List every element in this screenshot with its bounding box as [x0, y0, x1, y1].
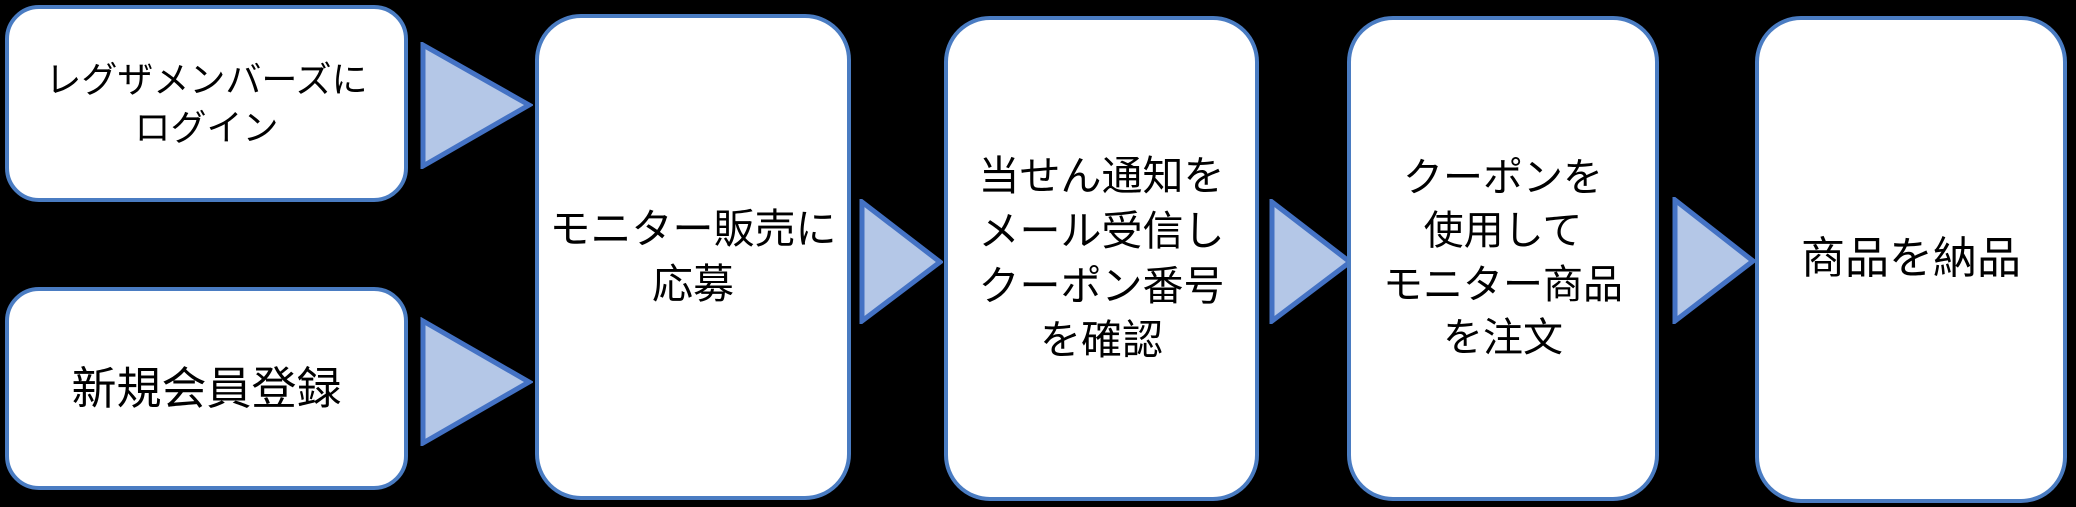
flow-arrow-icon	[420, 317, 533, 446]
step-box-new-member-register: 新規会員登録	[5, 287, 408, 490]
step-label: モニター販売に 応募	[549, 206, 837, 307]
step-box-monitor-sale-apply: モニター販売に 応募	[535, 14, 851, 500]
step-box-winning-notice-coupon: 当せん通知を メール受信し クーポン番号 を確認	[944, 16, 1259, 501]
step-label: レグザメンバーズに ログイン	[45, 58, 368, 148]
step-box-coupon-order: クーポンを 使用して モニター商品 を注文	[1347, 16, 1659, 501]
step-label: 新規会員登録	[71, 362, 342, 414]
step-label: 商品を納品	[1801, 234, 2021, 284]
flow-arrow-icon	[1269, 199, 1353, 324]
flow-arrow-icon	[1672, 197, 1756, 324]
step-label: 当せん通知を メール受信し クーポン番号 を確認	[978, 153, 1225, 364]
step-box-product-delivery: 商品を納品	[1755, 16, 2067, 503]
flow-arrow-icon	[420, 42, 533, 169]
step-box-regza-members-login: レグザメンバーズに ログイン	[5, 5, 408, 202]
step-label: クーポンを 使用して モニター商品 を注文	[1383, 156, 1623, 360]
flow-arrow-icon	[859, 199, 943, 324]
